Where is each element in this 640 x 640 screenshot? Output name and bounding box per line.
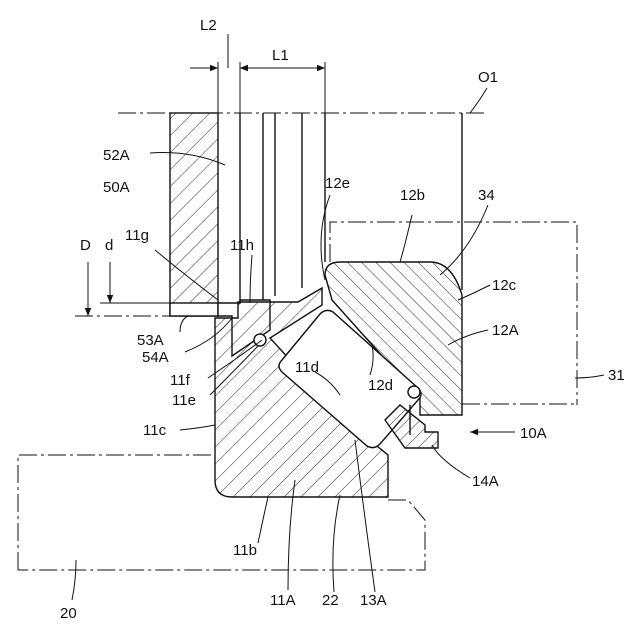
label-34: 34	[478, 187, 495, 204]
label-12b: 12b	[400, 187, 425, 204]
leader-o1	[470, 88, 487, 113]
leader-14a	[432, 445, 470, 478]
label-52a: 52A	[103, 147, 130, 164]
label-54a: 54A	[142, 349, 169, 366]
leader-11c	[180, 425, 215, 430]
label-10a: 10A	[520, 425, 547, 442]
label-l2: L2	[200, 17, 217, 34]
leader-53a	[180, 316, 188, 332]
roller-end-detail	[408, 386, 420, 398]
label-11c: 11c	[143, 422, 167, 439]
leader-20	[72, 560, 76, 600]
label-11f: 11f	[170, 372, 191, 389]
label-11a: 11A	[270, 592, 296, 609]
label-12c: 12c	[492, 277, 517, 294]
label-13a: 13A	[360, 592, 387, 609]
label-14a: 14A	[472, 473, 499, 490]
label-11b: 11b	[233, 542, 257, 559]
leader-12c	[458, 285, 490, 300]
label-12d: 12d	[368, 377, 393, 394]
leader-34	[440, 205, 488, 275]
label-11e: 11e	[172, 392, 196, 409]
label-dim-d-big: D	[80, 237, 91, 254]
leader-11h	[250, 255, 252, 303]
label-20: 20	[60, 605, 77, 622]
label-l1: L1	[272, 47, 289, 64]
label-11d: 11d	[295, 359, 319, 376]
label-12a: 12A	[492, 322, 519, 339]
leader-31	[575, 375, 604, 378]
label-50a: 50A	[103, 179, 130, 196]
leader-22	[333, 495, 340, 592]
label-53a: 53A	[137, 332, 164, 349]
part-50a	[170, 113, 218, 316]
label-12e: 12e	[325, 175, 350, 192]
label-o1: O1	[478, 69, 498, 86]
shaft-outline-left	[18, 455, 212, 570]
label-31: 31	[608, 367, 625, 384]
label-22: 22	[322, 592, 339, 609]
label-dim-d-small: d	[105, 237, 113, 254]
label-11g: 11g	[125, 227, 149, 244]
part-53a-step	[170, 303, 218, 316]
label-11h: 11h	[230, 237, 254, 254]
leader-11b	[258, 497, 268, 543]
